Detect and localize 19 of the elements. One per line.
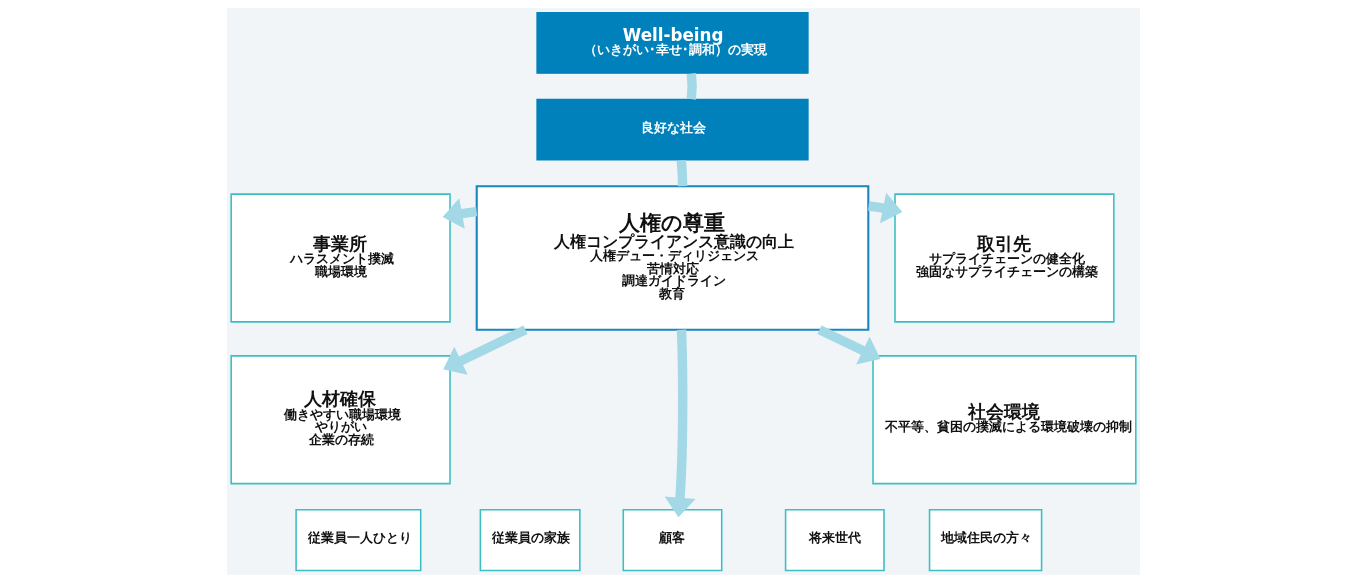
node-box: 事業所 ハラスメント撲滅 職場環境 <box>229 193 451 323</box>
node-box: 地域住民の方々 <box>928 509 1042 572</box>
node-box: 取引先 サプライチェーンの健全化 強固なサプライチェーンの構築 <box>893 193 1115 323</box>
node-box: 人材確保 働きやすい職場環境 やりがい 企業の存続 <box>229 355 451 485</box>
arrow <box>867 192 902 224</box>
node-box: 人権の尊重 人権コンプライアンス意識の向上 人権デュー・ディリジェンス 苦情対応 調達ガイドライン 教育 <box>475 185 869 331</box>
node-box: 顧客 <box>622 509 722 572</box>
arrow <box>817 325 881 365</box>
node-box: 社会環境 不平等、貧困の撲滅による環境破壊の抑制 <box>871 355 1137 485</box>
connector <box>676 159 687 187</box>
arrow <box>442 198 477 229</box>
node-box: 従業員の家族 <box>479 509 581 572</box>
node-box: Well-being （いきがい･幸せ･調和）の実現 <box>535 11 809 74</box>
node-box: 従業員一人ひとり <box>294 509 421 572</box>
arrow <box>664 329 695 518</box>
arrow <box>442 325 527 375</box>
connector <box>686 73 697 100</box>
node-box: 将来世代 <box>784 509 885 572</box>
node-box: 良好な社会 <box>535 98 809 161</box>
